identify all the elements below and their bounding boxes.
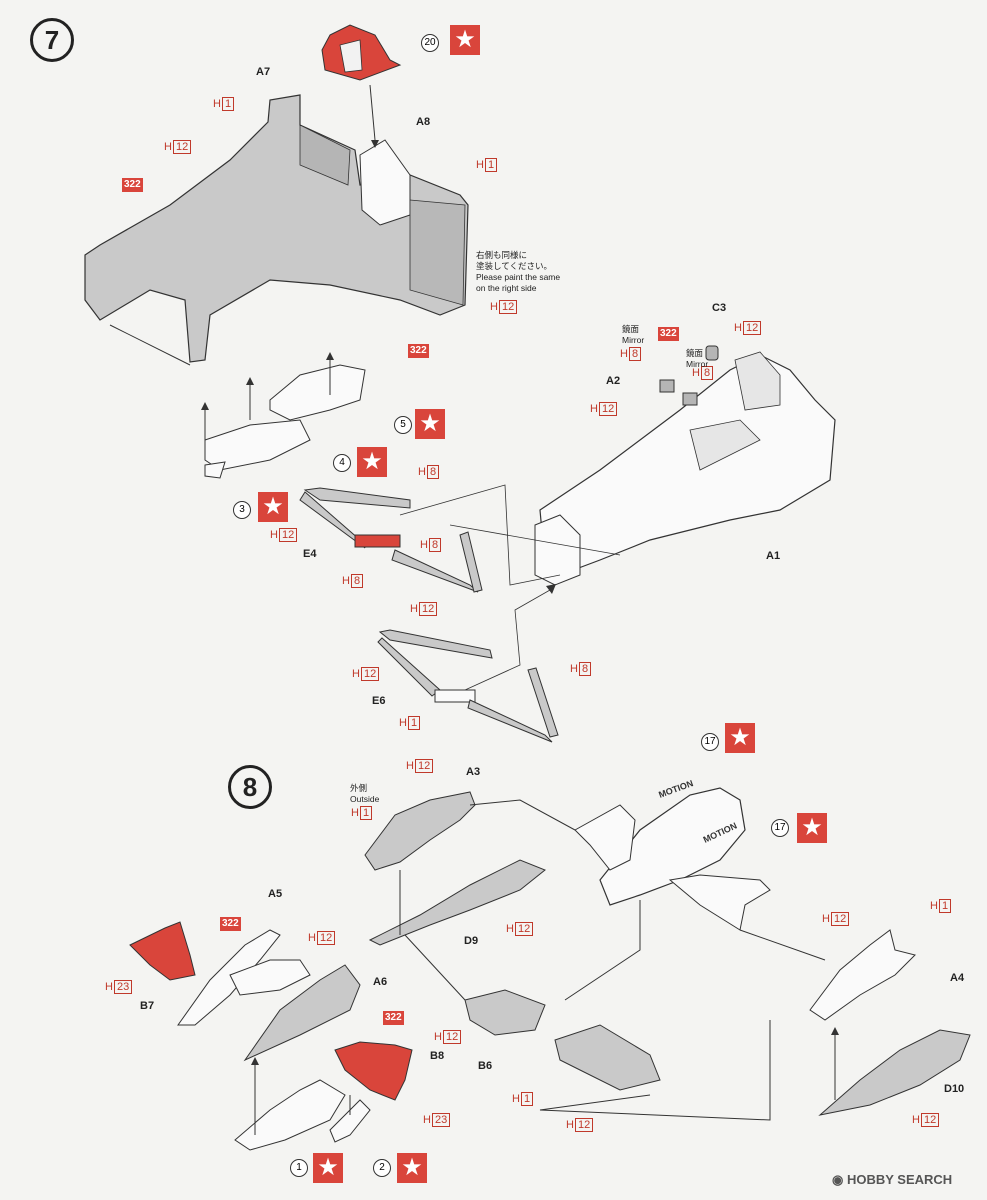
label-e6: E6 <box>372 695 386 707</box>
star-icon-3: ★ <box>258 492 288 522</box>
callout-3: 3 <box>233 501 251 519</box>
star-icon-5: ★ <box>415 409 445 439</box>
part-a8 <box>359 139 411 226</box>
label-a4: A4 <box>950 972 965 984</box>
callout-4: 4 <box>333 454 351 472</box>
engine-cover <box>599 787 746 906</box>
part-a7-body <box>84 94 469 363</box>
part-3 <box>204 461 226 479</box>
callout-5: 5 <box>394 416 412 434</box>
part-a6 <box>243 964 361 1062</box>
star-icon-17a: ★ <box>725 723 755 753</box>
label-e4: E4 <box>303 548 317 560</box>
paint-322-a: 322 <box>122 178 143 192</box>
diffuser <box>554 1024 661 1091</box>
paint-322-e: 322 <box>383 1011 404 1025</box>
part-e6-wishbone <box>377 629 559 743</box>
note-mirror-c3: 鏡面 Mirror <box>686 348 709 369</box>
part-a4 <box>809 929 916 1021</box>
note-mirror-a2: 鏡面 Mirror <box>622 324 645 345</box>
star-icon-17b: ★ <box>797 813 827 843</box>
callout-2: 2 <box>373 1159 391 1177</box>
label-a3: A3 <box>466 766 481 778</box>
part-4 <box>204 419 311 471</box>
paint-322-c: 322 <box>658 327 679 341</box>
label-b6: B6 <box>478 1060 493 1072</box>
label-c3: C3 <box>712 302 727 314</box>
star-icon-4: ★ <box>357 447 387 477</box>
callout-17a: 17 <box>701 733 719 751</box>
part-5 <box>269 364 366 421</box>
part-a3 <box>364 791 476 871</box>
part-1 <box>234 1079 346 1151</box>
callout-17b: 17 <box>771 819 789 837</box>
part-d10 <box>818 1029 971 1116</box>
paint-322-d: 322 <box>220 917 241 931</box>
part-2 <box>329 1099 371 1143</box>
part-a2-mirror <box>659 379 675 393</box>
label-a6: A6 <box>373 976 388 988</box>
part-b6 <box>464 989 546 1036</box>
label-a2: A2 <box>606 375 621 387</box>
label-a5: A5 <box>268 888 283 900</box>
label-a1: A1 <box>766 550 781 562</box>
note-right-side: 右側も同様に 塗装してください。 Please paint the same o… <box>476 250 561 293</box>
watermark: ◉ HOBBY SEARCH <box>832 1172 953 1187</box>
label-d9: D9 <box>464 935 479 947</box>
star-icon-20: ★ <box>450 25 480 55</box>
label-a7: A7 <box>256 66 271 78</box>
step-7-badge: 7 <box>30 18 74 62</box>
part-b7 <box>129 921 196 981</box>
part-a1-monocoque <box>539 354 836 576</box>
label-a8: A8 <box>416 116 431 128</box>
label-b7: B7 <box>140 1000 155 1012</box>
note-outside: 外側 Outside <box>350 783 380 804</box>
step-8-badge: 8 <box>228 765 272 809</box>
callout-1: 1 <box>290 1159 308 1177</box>
part-b8 <box>334 1041 413 1101</box>
callout-20: 20 <box>421 34 439 52</box>
part-c3-mirror <box>705 345 719 361</box>
part-e4-wishbone <box>299 487 483 593</box>
part-a5 <box>177 929 281 1026</box>
star-icon-1: ★ <box>313 1153 343 1183</box>
label-d10: D10 <box>944 1083 965 1095</box>
paint-322-b: 322 <box>408 344 429 358</box>
watermark-logo-icon: ◉ <box>832 1172 847 1187</box>
star-icon-2: ★ <box>397 1153 427 1183</box>
label-b8: B8 <box>430 1050 445 1062</box>
